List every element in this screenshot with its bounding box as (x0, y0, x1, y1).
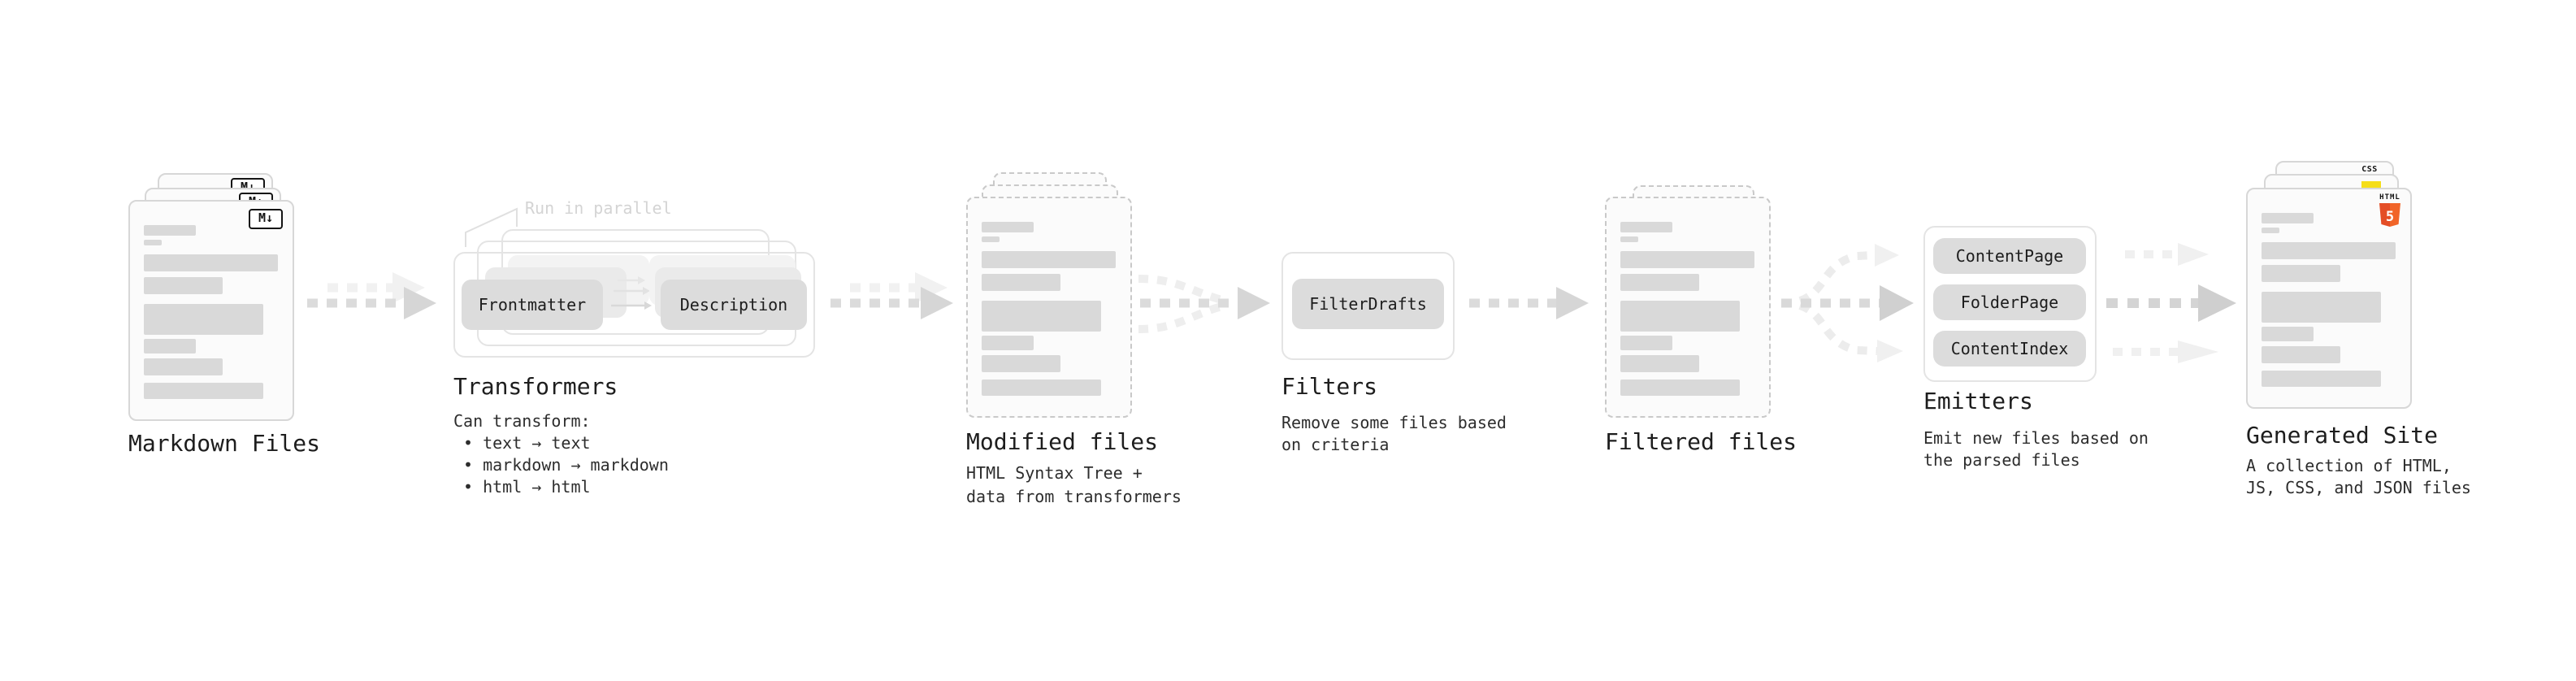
arrow-filtered-to-emitters (1781, 244, 1914, 362)
file-content-placeholder (982, 222, 1130, 416)
placeholder-bar (982, 380, 1101, 396)
placeholder-bar (144, 339, 196, 354)
markdown-files-label: Markdown Files (128, 430, 321, 457)
transformers-label: Transformers (453, 373, 618, 400)
html5-file-icon: HTML 5 (2379, 194, 2401, 228)
transformers-desc-line: • markdown → markdown (463, 455, 669, 475)
placeholder-bar (144, 304, 263, 335)
placeholder-bar (982, 251, 1116, 268)
placeholder-bar (2262, 228, 2279, 233)
placeholder-bar (2262, 371, 2381, 387)
filterdrafts-node: FilterDrafts (1292, 279, 1444, 329)
emitters-desc-line: the parsed files (1923, 450, 2080, 470)
filters-label: Filters (1281, 373, 1378, 400)
emitters-desc-line: Emit new files based on (1923, 428, 2149, 448)
placeholder-bar (144, 383, 263, 399)
filtered-files-label: Filtered files (1605, 428, 1798, 455)
placeholder-bar (1620, 251, 1754, 268)
placeholder-bar (1620, 236, 1638, 242)
arrow-markdown-to-transformers (307, 272, 436, 319)
markdown-icon: M↓ (249, 209, 283, 229)
placeholder-bar (1620, 274, 1699, 291)
modified-desc-line: HTML Syntax Tree + (966, 463, 1143, 483)
placeholder-bar (144, 358, 223, 375)
modified-files-description: HTML Syntax Tree + data from transformer… (966, 462, 1182, 509)
arrow-emitters-to-generated (2106, 243, 2236, 363)
transformers-desc-line: Can transform: (453, 411, 591, 431)
placeholder-bar (1620, 222, 1672, 232)
transformers-desc-line: • text → text (463, 433, 591, 453)
placeholder-bar (1620, 380, 1740, 396)
svg-text:5: 5 (2386, 209, 2394, 225)
file-content-placeholder (2262, 213, 2410, 407)
placeholder-bar (982, 336, 1034, 350)
placeholder-bar (1620, 301, 1740, 332)
placeholder-bar (2262, 242, 2396, 259)
filters-box (1281, 252, 1455, 360)
placeholder-bar (2262, 346, 2340, 363)
placeholder-bar (2262, 327, 2314, 341)
transformers-desc-line: • html → html (463, 477, 591, 497)
generated-desc-line: A collection of HTML, (2246, 456, 2452, 475)
arrow-transformers-to-modified (830, 272, 953, 319)
folderpage-node: FolderPage (1933, 284, 2086, 320)
filters-desc-line: Remove some files based (1281, 413, 1507, 432)
file-content-placeholder (1620, 222, 1769, 416)
placeholder-bar (144, 254, 278, 271)
frontmatter-node: Frontmatter (462, 280, 603, 330)
transformers-description: Can transform: • text → text • markdown … (453, 410, 669, 498)
emitters-box (1923, 226, 2097, 382)
placeholder-bar (1620, 336, 1672, 350)
modified-files-label: Modified files (966, 428, 1159, 455)
placeholder-bar (2262, 265, 2340, 282)
placeholder-bar (982, 222, 1034, 232)
parallel-transform-arrows (611, 276, 652, 310)
run-in-parallel-note: Run in parallel (525, 198, 672, 218)
filters-description: Remove some files based on criteria (1281, 412, 1507, 456)
generated-desc-line: JS, CSS, and JSON files (2246, 478, 2471, 497)
contentindex-node: ContentIndex (1933, 331, 2086, 367)
placeholder-bar (2262, 292, 2381, 323)
filtered-file-card-front (1605, 197, 1771, 418)
placeholder-bar (982, 301, 1101, 332)
arrow-filters-to-filtered (1469, 287, 1589, 319)
emitters-description: Emit new files based on the parsed files (1923, 427, 2149, 471)
arrow-modified-to-filters (1138, 275, 1270, 333)
filters-desc-line: on criteria (1281, 435, 1390, 454)
file-content-placeholder (144, 225, 293, 419)
placeholder-bar (1620, 355, 1699, 372)
placeholder-bar (982, 355, 1060, 372)
generated-site-label: Generated Site (2246, 422, 2439, 449)
generated-file-card-front: HTML 5 (2246, 188, 2412, 409)
generated-site-description: A collection of HTML, JS, CSS, and JSON … (2246, 455, 2471, 499)
transformer-layer-front (453, 252, 815, 358)
html5-icon-label: HTML (2379, 193, 2400, 202)
placeholder-bar (2262, 213, 2314, 223)
emitters-label: Emitters (1923, 388, 2033, 414)
placeholder-bar (982, 274, 1060, 291)
modified-desc-line: data from transformers (966, 487, 1182, 506)
placeholder-bar (144, 225, 196, 236)
placeholder-bar (982, 236, 1000, 242)
css-icon-label: CSS (2361, 165, 2378, 174)
description-node: Description (661, 280, 807, 330)
modified-file-card-front (966, 197, 1132, 418)
contentpage-node: ContentPage (1933, 238, 2086, 274)
markdown-file-card-front: M↓ (128, 200, 294, 421)
placeholder-bar (144, 277, 223, 294)
run-in-parallel-leader-line (465, 207, 518, 247)
placeholder-bar (144, 240, 162, 245)
